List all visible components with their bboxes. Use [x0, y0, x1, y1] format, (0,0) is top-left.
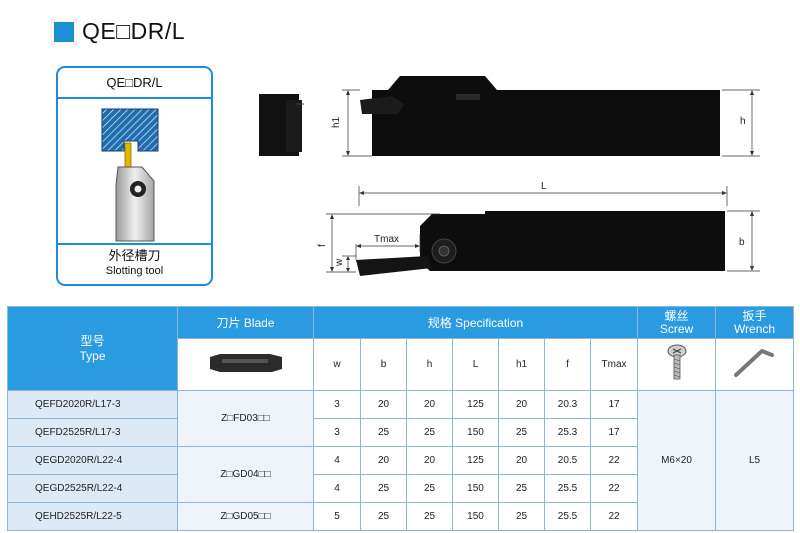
screw-header-cn: 螺丝	[664, 308, 689, 323]
dim-L: L	[541, 181, 547, 192]
col-f: f	[544, 338, 591, 391]
row-w: 4	[313, 474, 361, 503]
blade-icon	[209, 354, 282, 372]
row-f: 25.5	[544, 474, 591, 503]
row-L: 125	[452, 390, 499, 419]
col-h1: h1	[498, 338, 545, 391]
row-b: 25	[360, 502, 407, 531]
row-h: 25	[406, 474, 453, 503]
row-h1: 20	[498, 390, 545, 419]
wrench-header: 扳手 Wrench	[715, 306, 795, 339]
row-f: 20.3	[544, 390, 591, 419]
blade-image	[177, 338, 314, 391]
spec-header: 规格 Specification	[312, 306, 639, 339]
row-type: QEHD2525R/L22-5	[7, 502, 178, 531]
row-tmax: 22	[589, 474, 639, 503]
spec-table: 型号 Type 刀片 Blade 规格 Specification 螺丝 Scr…	[7, 306, 795, 531]
row-tmax: 17	[589, 418, 639, 447]
table-row: QEFD2525R/L17-3 3 25 25 150 25 25.3 17	[7, 418, 794, 447]
row-b: 25	[360, 418, 407, 447]
col-w: w	[313, 338, 361, 391]
wrench-header-en: Wrench	[733, 321, 776, 336]
table-row: QEFD2020R/L17-3 Z□FD03□□ 3 20 20 125 20 …	[7, 390, 795, 531]
title-marker	[54, 21, 74, 42]
dim-w: w	[334, 258, 345, 267]
col-L: L	[452, 338, 499, 391]
holder-side-view	[360, 76, 720, 156]
page-title: QE□DR/L	[54, 18, 185, 45]
row-blade: Z□FD03□□	[177, 390, 314, 447]
type-header-cn: 型号	[80, 333, 105, 348]
row-blade: Z□GD04□□	[177, 446, 314, 503]
row-b: 20	[360, 446, 407, 475]
blade-header: 刀片 Blade	[177, 306, 314, 339]
type-header: 型号 Type	[7, 306, 178, 391]
card-footer: 外径槽刀 Slotting tool	[58, 243, 211, 284]
screw-icon	[667, 344, 687, 380]
col-b: b	[360, 338, 407, 391]
card-label-cn: 外径槽刀	[108, 249, 161, 264]
row-h1: 25	[498, 418, 545, 447]
row-L: 125	[452, 446, 499, 475]
row-tmax: 22	[589, 446, 639, 475]
card-label-en: Slotting tool	[105, 265, 164, 277]
row-b: 25	[360, 474, 407, 503]
row-h1: 20	[498, 446, 545, 475]
table-row: QEHD2525R/L22-5 Z□GD05□□ 5 25 25 150 25 …	[7, 502, 794, 531]
header-row: 型号 Type 刀片 Blade 规格 Specification 螺丝 Scr…	[7, 306, 795, 391]
screw-value: M6×20	[637, 390, 717, 531]
screw-header: 螺丝 Screw	[637, 306, 717, 339]
row-L: 150	[452, 474, 499, 503]
row-h1: 25	[498, 474, 545, 503]
row-h: 25	[406, 502, 453, 531]
dim-h1: h1	[331, 116, 342, 128]
clamp-side-view	[259, 94, 304, 156]
row-tmax: 17	[589, 390, 639, 419]
row-w: 5	[313, 502, 361, 531]
wrench-icon	[733, 349, 774, 377]
wrench-image	[715, 338, 795, 391]
row-w: 3	[313, 418, 361, 447]
col-h: h	[406, 338, 453, 391]
holder-top-view	[356, 211, 725, 276]
type-header-en: Type	[79, 348, 106, 363]
dim-b: b	[739, 237, 745, 248]
row-w: 4	[313, 446, 361, 475]
dim-f: f	[317, 244, 328, 247]
col-tmax: Tmax	[589, 338, 639, 391]
row-tmax: 22	[589, 502, 639, 531]
row-h: 20	[406, 390, 453, 419]
row-h1: 25	[498, 502, 545, 531]
dim-tmax: Tmax	[374, 234, 399, 245]
row-type: QEFD2525R/L17-3	[7, 418, 178, 447]
subheader-row: w b h L h1 f Tmax	[8, 338, 795, 391]
row-b: 20	[360, 390, 407, 419]
screw-header-en: Screw	[659, 321, 694, 336]
card-heading: QE□DR/L	[58, 68, 211, 99]
row-blade: Z□GD05□□	[177, 502, 314, 531]
row-type: QEGD2020R/L22-4	[7, 446, 178, 475]
table-row: QEGD2525R/L22-4 4 25 25 150 25 25.5 22	[7, 474, 794, 503]
row-w: 3	[313, 390, 361, 419]
row-h: 25	[406, 418, 453, 447]
row-h: 20	[406, 446, 453, 475]
dim-h: h	[740, 116, 746, 127]
screw-image	[637, 338, 717, 391]
wrench-value: L5	[715, 390, 795, 531]
slotting-tool-card: QE□DR/L 外径槽刀 Slotting tool	[56, 66, 213, 286]
slotting-tool-illustration	[101, 108, 159, 242]
row-L: 150	[452, 418, 499, 447]
row-f: 25.3	[544, 418, 591, 447]
table-row: QEGD2020R/L22-4 Z□GD04□□ 4 20 20 125 20 …	[7, 446, 794, 503]
row-f: 20.5	[544, 446, 591, 475]
tool-drawing: h1 h L b f w Tmax	[259, 76, 760, 276]
row-L: 150	[452, 502, 499, 531]
title-text: QE□DR/L	[82, 18, 186, 44]
row-f: 25.5	[544, 502, 591, 531]
row-type: QEFD2020R/L17-3	[7, 390, 178, 419]
row-type: QEGD2525R/L22-4	[7, 474, 178, 503]
wrench-header-cn: 扳手	[742, 308, 767, 323]
